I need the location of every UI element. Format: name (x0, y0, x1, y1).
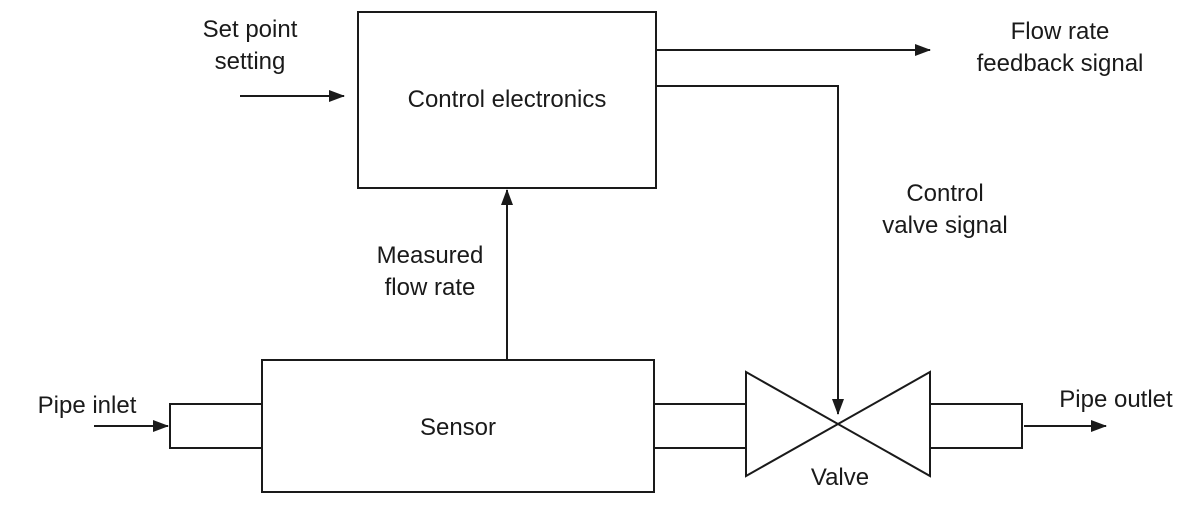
sensor-label: Sensor (419, 414, 497, 441)
flow-feedback-label: Flow rate feedback signal (976, 18, 1144, 77)
pipe-inlet-label: Pipe inlet (37, 392, 137, 419)
pipe-middle-segment (651, 403, 747, 449)
control-electronics-label: Control electronics (407, 86, 607, 113)
control-valve-signal-label: Control valve signal (882, 180, 1008, 239)
pipe-outlet-segment (929, 403, 1023, 449)
pipe-inlet-segment (169, 403, 265, 449)
control-electronics-block (357, 11, 657, 189)
valve-symbol (745, 370, 931, 478)
pipe-outlet-label: Pipe outlet (1059, 386, 1173, 413)
set-point-label: Set point setting (202, 16, 298, 75)
measured-flow-label: Measured flow rate (376, 242, 484, 301)
sensor-block (261, 359, 655, 493)
valve-label: Valve (810, 464, 870, 491)
control-valve-signal-arrow (656, 85, 844, 415)
